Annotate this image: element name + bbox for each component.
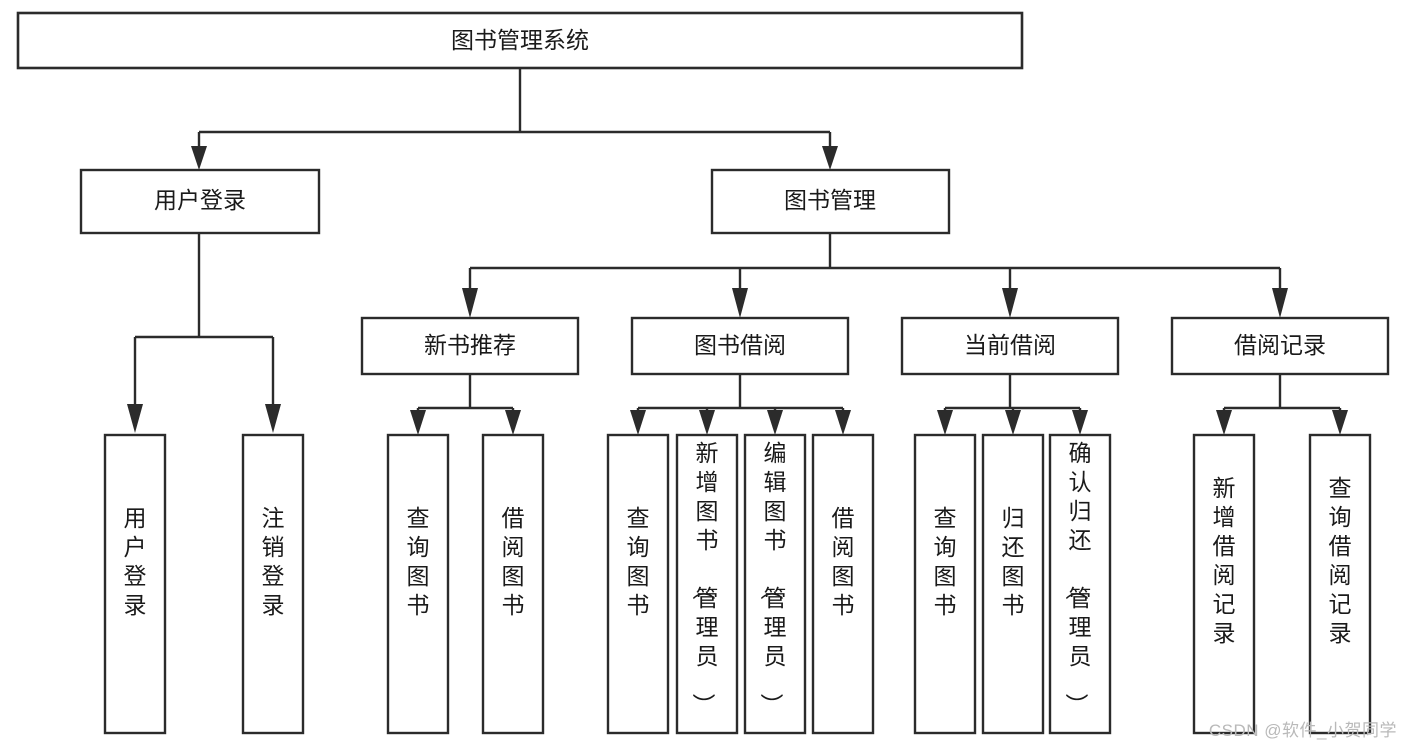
node-leaf-user-logout-box[interactable] xyxy=(241,433,305,735)
node-leaf-edit-book[interactable]: 编辑图书（管理员） xyxy=(743,433,807,735)
node-leaf-return-book-label: 归还图书 xyxy=(1002,505,1025,618)
arrow-to-book-management xyxy=(822,146,838,170)
node-leaf-borrow-book-1-box[interactable] xyxy=(481,433,545,735)
arrow-to-leaf-return-book xyxy=(1005,410,1021,435)
node-leaf-query-book-1[interactable]: 查询图书 xyxy=(386,433,450,735)
node-leaf-query-book-2-box[interactable] xyxy=(606,433,670,735)
node-leaf-edit-book-box[interactable] xyxy=(743,433,807,735)
node-leaf-borrow-book-1-label: 借阅图书 xyxy=(502,505,525,618)
node-leaf-add-record-label: 新增借阅记录 xyxy=(1213,475,1236,646)
arrow-to-new-book-recommend xyxy=(462,288,478,318)
node-leaf-query-book-1-label: 查询图书 xyxy=(407,505,430,618)
node-leaf-add-book-box[interactable] xyxy=(675,433,739,735)
node-borrow-record-box[interactable] xyxy=(1170,316,1390,376)
arrow-to-current-borrow xyxy=(1002,288,1018,318)
node-leaf-user-login-box[interactable] xyxy=(103,433,167,735)
node-leaf-query-book-3[interactable]: 查询图书 xyxy=(913,433,977,735)
arrow-to-leaf-edit-book xyxy=(767,410,783,435)
arrow-to-leaf-query-book-1 xyxy=(410,410,426,435)
nodes-layer: 图书管理系统 用户登录 图书管理 新书推荐 图书借阅 xyxy=(16,11,1390,735)
node-book-management-box[interactable] xyxy=(710,168,951,235)
node-current-borrow-label: 当前借阅 xyxy=(964,332,1056,358)
node-leaf-user-login-label: 用户登录 xyxy=(124,505,147,618)
arrow-to-leaf-confirm-return xyxy=(1072,410,1088,435)
node-book-borrow-box[interactable] xyxy=(630,316,850,376)
node-root-label: 图书管理系统 xyxy=(451,27,589,53)
arrow-to-leaf-query-book-3 xyxy=(937,410,953,435)
node-leaf-confirm-return[interactable]: 确认归还（管理员） xyxy=(1048,433,1112,735)
node-user-login-label: 用户登录 xyxy=(154,187,246,213)
arrow-to-leaf-borrow-book-2 xyxy=(835,410,851,435)
node-book-management-label: 图书管理 xyxy=(784,187,876,213)
node-leaf-borrow-book-2-label: 借阅图书 xyxy=(832,505,855,618)
node-book-borrow-label: 图书借阅 xyxy=(694,332,786,358)
connectors-layer xyxy=(127,68,1348,435)
node-leaf-query-book-1-box[interactable] xyxy=(386,433,450,735)
node-leaf-user-logout[interactable]: 注销登录 xyxy=(241,433,305,735)
node-leaf-edit-book-label: 编辑图书（管理员） xyxy=(759,440,787,716)
arrow-to-leaf-user-logout xyxy=(265,404,281,433)
node-book-borrow[interactable]: 图书借阅 xyxy=(630,316,850,376)
node-user-login[interactable]: 用户登录 xyxy=(79,168,321,235)
node-leaf-add-record[interactable]: 新增借阅记录 xyxy=(1192,433,1256,735)
node-book-management[interactable]: 图书管理 xyxy=(710,168,951,235)
arrow-to-borrow-record xyxy=(1272,288,1288,318)
node-leaf-query-record-box[interactable] xyxy=(1308,433,1372,735)
arrow-to-book-borrow xyxy=(732,288,748,318)
node-leaf-return-book-box[interactable] xyxy=(981,433,1045,735)
node-new-book-recommend[interactable]: 新书推荐 xyxy=(360,316,580,376)
node-leaf-borrow-book-2[interactable]: 借阅图书 xyxy=(811,433,875,735)
arrow-to-leaf-query-record xyxy=(1332,410,1348,435)
node-leaf-borrow-book-2-box[interactable] xyxy=(811,433,875,735)
node-leaf-query-book-2-label: 查询图书 xyxy=(627,505,650,618)
node-leaf-query-record-label: 查询借阅记录 xyxy=(1329,475,1352,646)
node-leaf-confirm-return-label: 确认归还（管理员） xyxy=(1064,440,1092,716)
arrow-to-leaf-add-book xyxy=(699,410,715,435)
node-leaf-add-book[interactable]: 新增图书（管理员） xyxy=(675,433,739,735)
node-leaf-user-login[interactable]: 用户登录 xyxy=(103,433,167,735)
node-root[interactable]: 图书管理系统 xyxy=(16,11,1024,70)
node-leaf-borrow-book-1[interactable]: 借阅图书 xyxy=(481,433,545,735)
node-user-login-box[interactable] xyxy=(79,168,321,235)
node-current-borrow-box[interactable] xyxy=(900,316,1120,376)
node-leaf-add-book-label: 新增图书（管理员） xyxy=(691,440,719,716)
node-borrow-record-label: 借阅记录 xyxy=(1234,332,1326,358)
node-new-book-recommend-label: 新书推荐 xyxy=(424,332,516,358)
node-leaf-user-logout-label: 注销登录 xyxy=(262,505,285,618)
node-leaf-return-book[interactable]: 归还图书 xyxy=(981,433,1045,735)
node-leaf-query-book-3-label: 查询图书 xyxy=(934,505,957,618)
node-borrow-record[interactable]: 借阅记录 xyxy=(1170,316,1390,376)
arrow-to-leaf-add-record xyxy=(1216,410,1232,435)
arrow-to-user-login xyxy=(191,146,207,170)
arrow-to-leaf-query-book-2 xyxy=(630,410,646,435)
node-leaf-query-book-3-box[interactable] xyxy=(913,433,977,735)
node-leaf-confirm-return-box[interactable] xyxy=(1048,433,1112,735)
node-leaf-query-book-2[interactable]: 查询图书 xyxy=(606,433,670,735)
arrow-to-leaf-user-login xyxy=(127,404,143,433)
node-current-borrow[interactable]: 当前借阅 xyxy=(900,316,1120,376)
node-leaf-query-record[interactable]: 查询借阅记录 xyxy=(1308,433,1372,735)
node-new-book-recommend-box[interactable] xyxy=(360,316,580,376)
node-leaf-add-record-box[interactable] xyxy=(1192,433,1256,735)
node-root-box[interactable] xyxy=(16,11,1024,70)
arrow-to-leaf-borrow-book-1 xyxy=(505,410,521,435)
